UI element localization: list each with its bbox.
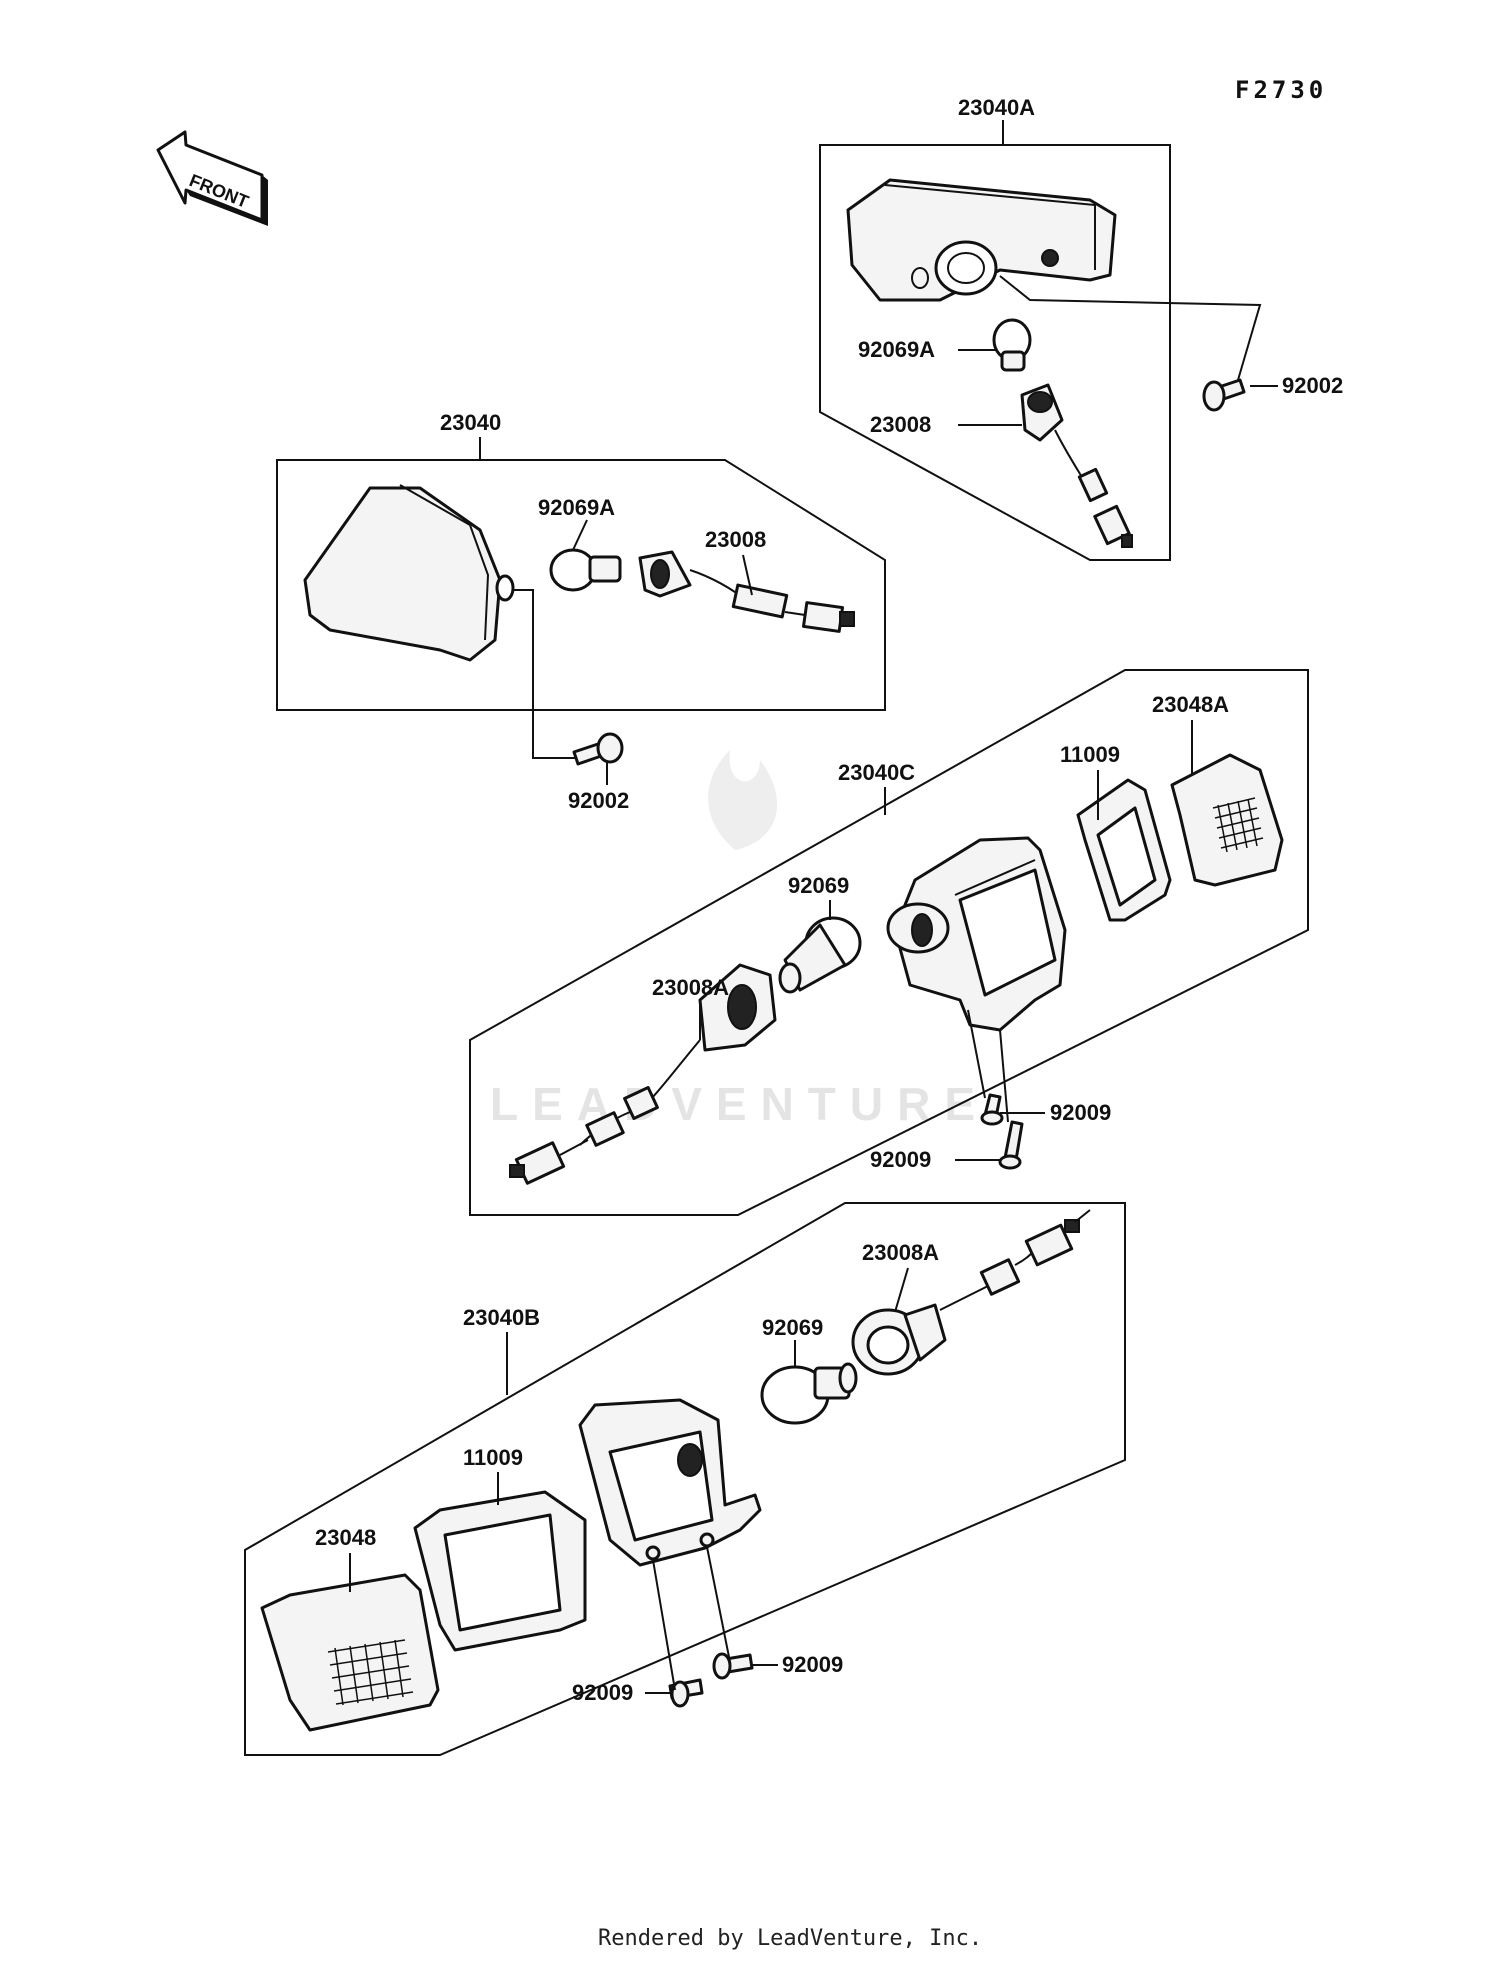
callout-assembly-23040A: 23040A (958, 95, 1035, 120)
callout-92002: 92002 (1282, 373, 1343, 398)
callout-92009: 92009 (870, 1147, 931, 1172)
callout-assembly-23040C: 23040C (838, 760, 915, 785)
callout-11009: 11009 (1060, 742, 1120, 767)
assembly-23040: 23040 92069A 23008 92002 (276, 410, 886, 813)
bulb-92069 (778, 916, 862, 994)
callout-23008: 23008 (870, 412, 931, 437)
lens-23048A (1170, 753, 1284, 887)
callout-assembly-23040B: 23040B (463, 1305, 540, 1330)
front-arrow-icon: FRONT (156, 130, 268, 226)
screw-92009 (980, 1093, 1004, 1126)
turn-signal-housing (303, 484, 515, 662)
callout-92069A: 92069A (858, 337, 935, 362)
screw-92009 (998, 1120, 1024, 1170)
lamp-housing (578, 1398, 762, 1567)
callout-92069A: 92069A (538, 495, 615, 520)
callout-92009: 92009 (572, 1680, 633, 1705)
screw-92002 (572, 732, 624, 766)
bulb (549, 548, 622, 592)
watermark-text: LEADVENTURE (490, 1078, 989, 1130)
callout-23048: 23048 (315, 1525, 376, 1550)
figure-code: F2730 (1235, 76, 1327, 104)
watermark: LEADVENTURE (490, 750, 989, 1130)
callout-23008A: 23008A (652, 975, 729, 1000)
callout-23008A: 23008A (862, 1240, 939, 1265)
callout-92009: 92009 (1050, 1100, 1111, 1125)
gasket-11009 (1076, 778, 1172, 922)
socket-wire-23008A (851, 1209, 1091, 1376)
taillight-housing (846, 178, 1117, 302)
socket-wire-23008A (509, 963, 777, 1185)
callout-11009: 11009 (463, 1445, 523, 1470)
lens-grid-icon (327, 1639, 414, 1706)
screw-92002 (1202, 378, 1246, 412)
callout-92002: 92002 (568, 788, 629, 813)
screw-92009 (712, 1652, 754, 1680)
credit-text: Rendered by LeadVenture, Inc. (598, 1926, 982, 1951)
watermark-flame-icon (708, 750, 778, 850)
bulb-92069 (760, 1362, 858, 1425)
callout-92069: 92069 (788, 873, 849, 898)
callout-23008: 23008 (705, 527, 766, 552)
assembly-23040B: 23040B (244, 1202, 1126, 1756)
lens-23048 (260, 1573, 440, 1732)
bulb (992, 318, 1032, 372)
socket-wire (1020, 383, 1133, 548)
callout-23048A: 23048A (1152, 692, 1229, 717)
socket-wire (638, 550, 855, 633)
callout-92069: 92069 (762, 1315, 823, 1340)
callout-92009: 92009 (782, 1652, 843, 1677)
lens-grid-icon (1212, 797, 1264, 853)
assembly-23040C: 23040C (469, 669, 1309, 1216)
callout-assembly-23040: 23040 (440, 410, 501, 435)
assembly-23040A: 23040A (819, 95, 1343, 561)
gasket-11009 (413, 1490, 587, 1652)
lamp-housing (886, 836, 1067, 1032)
